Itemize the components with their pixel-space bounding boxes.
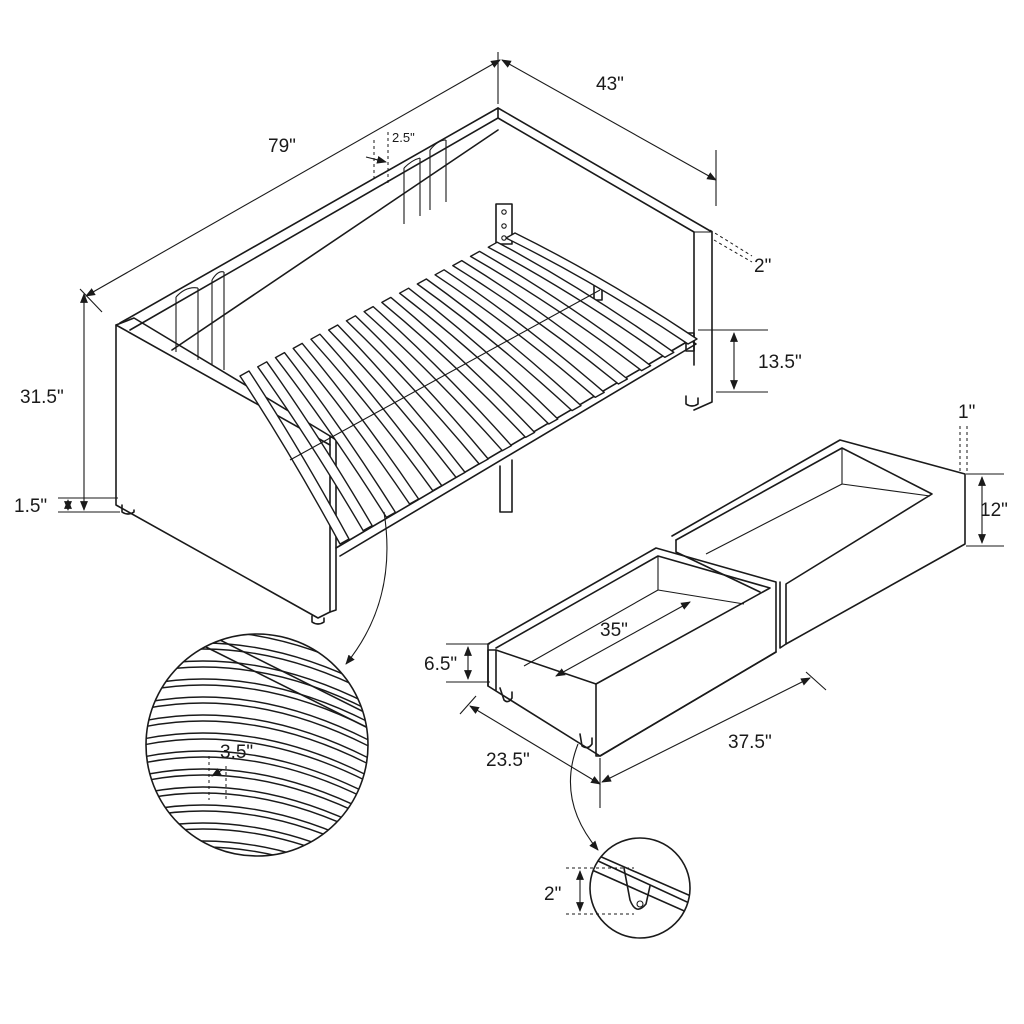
label-drawer-inner-height: 6.5": [424, 654, 457, 675]
dim-rail-height: 13.5": [698, 329, 802, 393]
label-slat-width: 3.5": [220, 742, 253, 763]
dim-overall-height: 31.5": [20, 293, 120, 513]
slat-detail-slat: [146, 828, 368, 856]
label-drawer-height: 12": [980, 500, 1008, 521]
front-leg: [121, 504, 135, 515]
label-overall-height: 31.5": [20, 387, 64, 408]
daybed-frame: [115, 107, 713, 625]
dim-frame-thickness: 2": [709, 229, 771, 277]
label-panel-channel: 2.5": [392, 130, 415, 145]
slat-detail-slat: [130, 865, 380, 926]
label-drawer-gap: 1": [958, 402, 975, 423]
dim-drawer-length: 37.5": [599, 671, 827, 808]
storage-drawers: [487, 439, 966, 757]
caster-detail-callout: 2": [544, 743, 691, 939]
slat-detail-circle: [145, 633, 369, 857]
dim-panel-channel: 2.5": [365, 130, 415, 184]
dim-leg-height: 1.5": [14, 496, 118, 517]
label-bed-depth: 43": [596, 74, 624, 95]
caster-detail-circle: [589, 837, 691, 939]
back-leg: [685, 395, 699, 407]
label-caster-height: 2": [544, 884, 561, 905]
label-drawer-depth: 23.5": [486, 750, 530, 771]
front-leg-2: [311, 615, 325, 625]
slat-detail-slat: [146, 720, 368, 783]
slat-center-spine: [289, 289, 601, 461]
dim-bed-depth: 43": [501, 59, 717, 206]
label-rail-height: 13.5": [758, 352, 802, 373]
back-panel-inner: [171, 129, 499, 351]
back-drawer: [671, 439, 966, 645]
slat-detail-rail: [199, 634, 368, 735]
bed-slat: [505, 232, 698, 345]
label-bed-length: 79": [268, 136, 296, 157]
label-leg-height: 1.5": [14, 496, 47, 517]
dim-bed-length: 79": [79, 52, 501, 313]
label-drawer-inner-length: 35": [600, 620, 628, 641]
label-drawer-length: 37.5": [728, 732, 772, 753]
dim-drawer-depth: 23.5": [459, 695, 601, 785]
slat-detail-slat: [146, 702, 368, 765]
dim-drawer-inner-height: 6.5": [424, 643, 490, 683]
dim-drawer-gap: 1": [958, 402, 975, 472]
slat-detail-callout: 3.5": [130, 511, 388, 926]
front-caster-2: [579, 733, 593, 749]
dim-drawer-inner-length: 35": [555, 601, 691, 677]
label-frame-thickness: 2": [754, 256, 771, 277]
slat-detail-slat: [146, 738, 368, 801]
center-support-leg: [499, 459, 513, 513]
bed-slats: [239, 232, 698, 545]
bed-slat: [487, 241, 675, 359]
slat-detail-slat: [146, 774, 368, 837]
dim-drawer-height: 12": [966, 473, 1008, 547]
slat-detail-slat: [146, 756, 368, 819]
front-arm-panel: [115, 324, 331, 619]
front-caster: [499, 687, 513, 703]
front-rail: [335, 339, 697, 557]
